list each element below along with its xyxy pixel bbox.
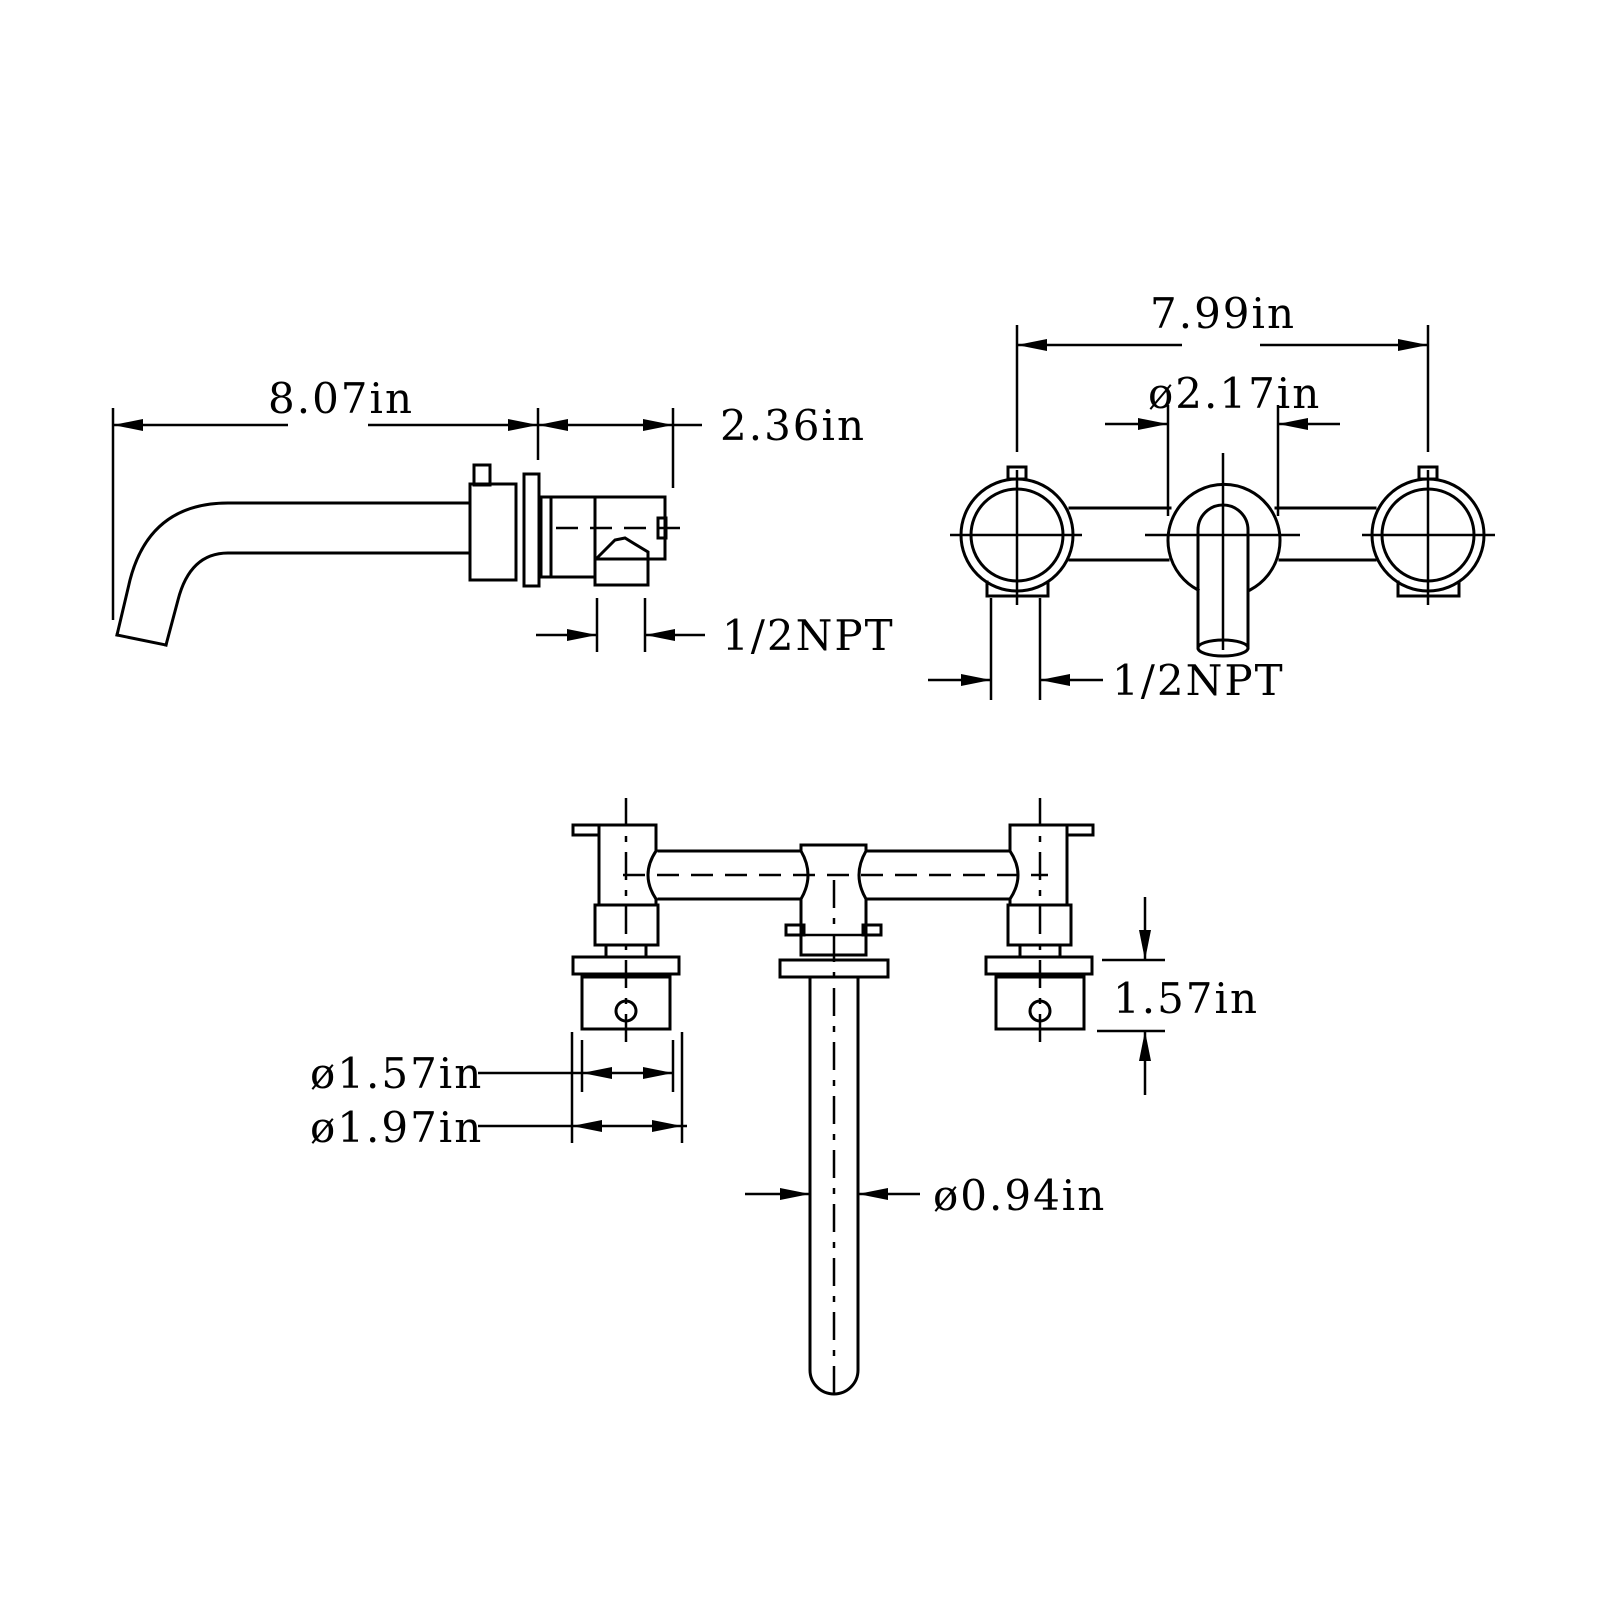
right-valve-top [984,798,1095,1052]
label-handle-diameter: ø1.57in [310,1049,483,1098]
label-handle-spacing: 7.99in [1150,289,1296,338]
label-inlet-front: 1/2NPT [1112,656,1285,705]
dimension-handle-diameter: ø1.57in [310,1040,675,1098]
dimension-valve-depth: 2.36in [538,401,866,488]
dimension-handle-height: 1.57in [1097,897,1259,1095]
dimension-inlet-side: 1/2NPT [536,598,895,660]
label-handle-height: 1.57in [1113,974,1259,1023]
label-valve-depth: 2.36in [720,401,866,450]
dimension-inlet-front: 1/2NPT [928,598,1285,705]
top-view: ø1.57in ø1.97in 1.57in ø0.94in [310,798,1259,1398]
center-spout-top [778,843,890,1398]
valve-body-side [468,463,692,588]
dimension-center-flange: ø2.17in [1105,369,1340,516]
label-spout-length: 8.07in [268,374,414,423]
side-view: 8.07in 2.36in 1/2NPT [111,374,895,660]
left-valve-top [571,798,681,1052]
front-view: 7.99in ø2.17in 1/2NPT [928,289,1495,705]
center-spout-front [1145,453,1300,658]
label-flange-diameter: ø1.97in [310,1103,483,1152]
label-center-flange: ø2.17in [1148,369,1321,418]
dimension-spout-length: 8.07in [111,374,540,620]
dimension-handle-spacing: 7.99in [1015,289,1430,452]
dimension-spout-diameter: ø0.94in [745,1171,1106,1220]
label-inlet-side: 1/2NPT [722,611,895,660]
label-spout-diameter: ø0.94in [933,1171,1106,1220]
spout-side [115,501,472,647]
dimension-flange-diameter: ø1.97in [310,1032,687,1152]
left-handle-front [950,465,1082,605]
right-handle-front [1362,465,1495,605]
